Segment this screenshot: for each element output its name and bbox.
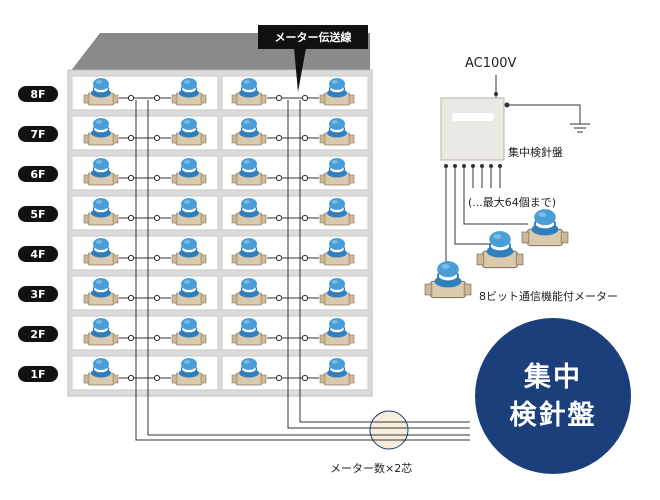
floor-label-pill xyxy=(18,366,58,382)
wire-terminal xyxy=(153,294,161,302)
panel-terminals xyxy=(445,166,528,262)
floor-7f: 7F xyxy=(18,115,369,151)
wire-terminal xyxy=(127,174,135,182)
floor-label: 3F xyxy=(30,288,45,301)
wire-terminal xyxy=(275,254,283,262)
floor-label: 4F xyxy=(30,248,45,261)
wire-terminal xyxy=(153,94,161,102)
meter-line-callout: メーター伝送線 xyxy=(258,25,368,92)
floor-label-pill xyxy=(18,166,58,182)
wire-terminal xyxy=(127,334,135,342)
power-label: AC100V xyxy=(465,56,517,71)
meter-transmission-wires xyxy=(135,100,470,441)
wire-terminal xyxy=(153,334,161,342)
floor-label: 6F xyxy=(30,168,45,181)
wire-terminal xyxy=(275,334,283,342)
panel-label: 集中検針盤 xyxy=(508,145,563,159)
floor-label: 5F xyxy=(30,208,45,221)
wire-terminal xyxy=(301,134,309,142)
max-count-label: (...最大64個まで) xyxy=(468,195,556,209)
meter-type-label: 8ビット通信機能付メーター xyxy=(479,289,618,303)
floor-label: 8F xyxy=(30,88,45,101)
floor-label-pill xyxy=(18,126,58,142)
wire-terminal xyxy=(301,334,309,342)
wire-terminal xyxy=(153,214,161,222)
floor-label-pill xyxy=(18,326,58,342)
wire-bundle-circle xyxy=(369,410,409,450)
wire-terminal xyxy=(153,254,161,262)
wire-terminal xyxy=(127,254,135,262)
floor-3f: 3F xyxy=(18,275,369,311)
floor-label: 1F xyxy=(30,368,45,381)
wire-terminal xyxy=(301,294,309,302)
central-panel-circle xyxy=(475,318,631,474)
wire-terminal xyxy=(127,374,135,382)
wire-terminal xyxy=(301,254,309,262)
wire-terminal xyxy=(301,214,309,222)
wire-count-label: メーター数×2芯 xyxy=(330,461,412,475)
big-title-line1: 集中 xyxy=(523,361,582,393)
wire-terminal xyxy=(153,174,161,182)
floor-2f: 2F xyxy=(18,315,369,351)
wire-terminal xyxy=(275,374,283,382)
wire-terminal xyxy=(275,174,283,182)
floor-label-pill xyxy=(18,286,58,302)
floor-label-pill xyxy=(18,86,58,102)
floor-label-pill xyxy=(18,246,58,262)
floor-label: 7F xyxy=(30,128,45,141)
central-meter-panel xyxy=(440,97,505,161)
wire-terminal xyxy=(275,94,283,102)
ground-symbol xyxy=(504,102,590,133)
wire-terminal xyxy=(301,374,309,382)
floor-5f: 5F xyxy=(18,195,369,231)
wire-terminal xyxy=(275,214,283,222)
panel-terminal-dots xyxy=(444,164,502,168)
wire-terminal xyxy=(301,94,309,102)
wire-terminal xyxy=(127,94,135,102)
wire-terminal xyxy=(301,174,309,182)
wire-terminal xyxy=(127,294,135,302)
floor-label: 2F xyxy=(30,328,45,341)
floor-1f: 1F xyxy=(18,355,369,391)
meter-line-label: メーター伝送線 xyxy=(275,30,352,44)
floors: 8F 7F 6F 5F 4F 3F 2F 1F xyxy=(18,75,369,391)
wire-terminal xyxy=(275,134,283,142)
floor-label-pill xyxy=(18,206,58,222)
floor-4f: 4F xyxy=(18,235,369,271)
floor-8f: 8F xyxy=(18,75,369,111)
wire-terminal xyxy=(153,134,161,142)
wire-terminal xyxy=(275,294,283,302)
floor-6f: 6F xyxy=(18,155,369,191)
big-title-line2: 検針盤 xyxy=(510,399,597,431)
wire-terminal xyxy=(153,374,161,382)
wire-terminal xyxy=(127,214,135,222)
wire-terminal xyxy=(127,134,135,142)
